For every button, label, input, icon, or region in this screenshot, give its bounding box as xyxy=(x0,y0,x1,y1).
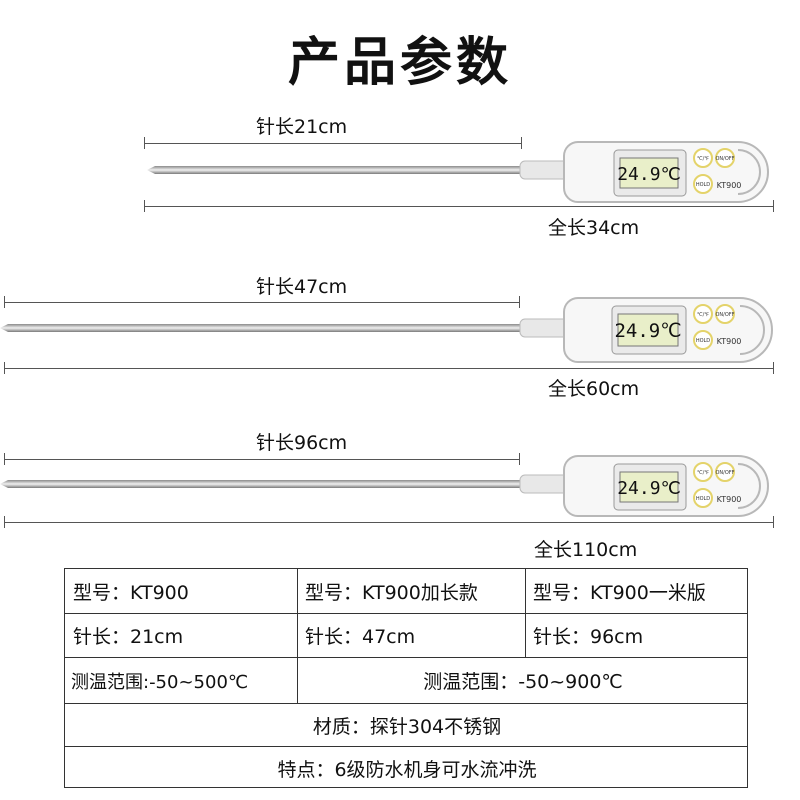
total-dimension-line xyxy=(144,206,774,207)
feature-cell: 特点：6级防水机身可水流冲洗 xyxy=(277,758,537,781)
svg-text:℃/℉: ℃/℉ xyxy=(697,312,709,318)
svg-text:KT900: KT900 xyxy=(717,181,742,190)
dimension-tick xyxy=(519,296,520,308)
range-cell: 测温范围：-50~900℃ xyxy=(423,671,623,693)
lcd-screen xyxy=(619,471,679,503)
svg-text:HOLD: HOLD xyxy=(696,182,710,188)
dimension-tick xyxy=(4,362,5,374)
svg-text:ON/OFF: ON/OFF xyxy=(715,470,734,476)
lcd-screen xyxy=(619,157,679,189)
page-title: 产品参数 xyxy=(287,33,512,93)
total-length-label: 全长60cm xyxy=(548,378,640,400)
material-cell: 材质：探针304不锈钢 xyxy=(312,715,502,738)
svg-text:HOLD: HOLD xyxy=(696,338,710,344)
needle-dimension-line xyxy=(144,143,522,144)
svg-text:℃/℉: ℃/℉ xyxy=(697,156,709,162)
dimension-tick xyxy=(773,362,774,374)
dimension-tick xyxy=(521,137,522,149)
total-dimension-line xyxy=(4,522,774,523)
total-dimension-line xyxy=(4,368,774,369)
table-row-needles: 针长：21cm 针长：47cm 针长：96cm xyxy=(65,613,747,657)
svg-text:ON/OFF: ON/OFF xyxy=(715,312,734,318)
probe-needle xyxy=(0,324,522,332)
model-cell: 型号：KT900加长款 xyxy=(305,581,478,604)
model-cell: 型号：KT900一米版 xyxy=(533,581,706,604)
needle-length-label: 针长96cm xyxy=(256,432,348,454)
lcd-reading: 24.9℃ xyxy=(617,478,681,499)
dimension-tick xyxy=(144,200,145,212)
needle-cell: 针长：21cm xyxy=(73,626,184,648)
dimension-tick xyxy=(4,296,5,308)
lcd-reading: 24.9℃ xyxy=(617,164,681,185)
needle-length-label: 针长21cm xyxy=(256,116,348,138)
table-row-material: 材质：探针304不锈钢 xyxy=(65,703,747,746)
needle-cell: 针长：96cm xyxy=(533,626,644,648)
dimension-tick xyxy=(144,137,145,149)
svg-text:KT900: KT900 xyxy=(717,337,742,346)
dimension-tick xyxy=(773,516,774,528)
table-row-feature: 特点：6级防水机身可水流冲洗 xyxy=(65,746,747,789)
lcd-reading: 24.9℃ xyxy=(614,320,681,342)
lcd-screen xyxy=(617,313,679,347)
thermometer-probe-image: 24.9℃ ℃/℉ ON/OFF HOLD KT900 xyxy=(0,455,770,517)
table-row-range: 测温范围:-50~500℃ 测温范围：-50~900℃ xyxy=(65,657,747,703)
dimension-tick xyxy=(519,453,520,465)
svg-text:ON/OFF: ON/OFF xyxy=(715,156,734,162)
svg-text:℃/℉: ℃/℉ xyxy=(697,470,709,476)
probe-needle xyxy=(0,480,522,488)
dimension-tick xyxy=(4,516,5,528)
dimension-tick xyxy=(773,200,774,212)
thermometer-probe-image: 24.9℃ ℃/℉ ON/OFF HOLD KT900 xyxy=(147,141,770,203)
range-cell: 测温范围:-50~500℃ xyxy=(71,671,249,693)
probe-needle xyxy=(147,166,522,174)
needle-dimension-line xyxy=(4,459,520,460)
needle-length-label: 针长47cm xyxy=(256,276,348,298)
thermometer-probe-image: 24.9℃ ℃/℉ ON/OFF HOLD KT900 xyxy=(0,297,774,363)
dimension-tick xyxy=(4,453,5,465)
svg-text:KT900: KT900 xyxy=(717,495,742,504)
model-cell: 型号：KT900 xyxy=(73,581,189,604)
needle-cell: 针长：47cm xyxy=(305,626,416,648)
total-length-label: 全长34cm xyxy=(548,217,640,239)
svg-text:HOLD: HOLD xyxy=(696,496,710,502)
total-length-label: 全长110cm xyxy=(534,539,638,561)
table-row-models: 型号：KT900 型号：KT900加长款 型号：KT900一米版 xyxy=(65,569,747,613)
needle-dimension-line xyxy=(4,302,520,303)
spec-table: 型号：KT900 型号：KT900加长款 型号：KT900一米版 针长：21cm… xyxy=(64,568,748,788)
